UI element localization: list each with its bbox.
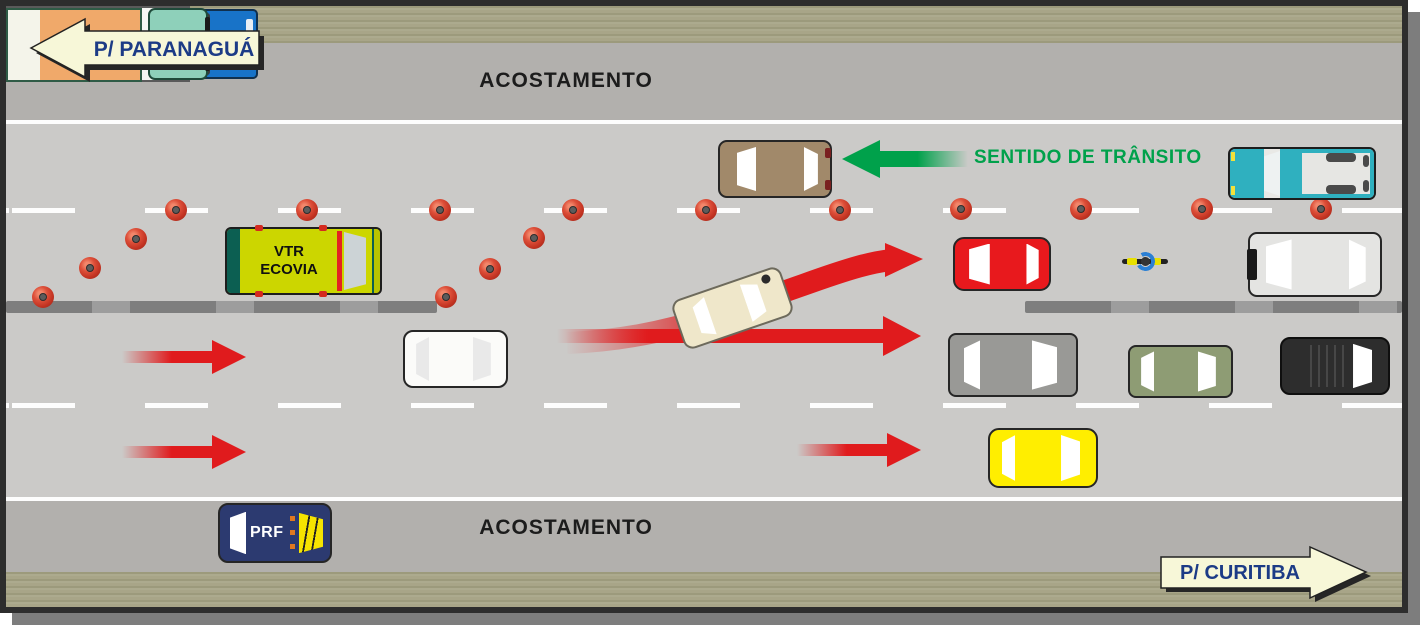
- white-car: [403, 330, 508, 388]
- road-edge-line-bottom: [6, 497, 1402, 501]
- green-suv: [1128, 345, 1233, 398]
- prf-label: PRF: [250, 524, 284, 541]
- flow-arrow-center-straight: [557, 316, 921, 356]
- traffic-direction-label: SENTIDO DE TRÂNSITO: [974, 147, 1202, 168]
- traffic-cone: [1070, 198, 1092, 220]
- silver-minivan: [1247, 232, 1382, 297]
- teal-pickup: [1228, 147, 1376, 200]
- flow-arrow-truck-lane: [797, 433, 921, 467]
- traffic-cone: [1191, 198, 1213, 220]
- shoulder-bottom-label: ACOSTAMENTO: [479, 516, 653, 539]
- svg-text:P/ PARANAGUÁ: P/ PARANAGUÁ: [94, 38, 255, 61]
- traffic-cone: [562, 199, 584, 221]
- traffic-cone: [296, 199, 318, 221]
- traffic-cone: [79, 257, 101, 279]
- gray-van: [948, 333, 1078, 397]
- road-edge-line-top: [6, 120, 1402, 124]
- yellow-car: [988, 428, 1098, 488]
- flow-arrow-left-lane-1: [122, 340, 246, 374]
- traffic-cone: [479, 258, 501, 280]
- traffic-cone: [429, 199, 451, 221]
- frame-shadow-bottom: [12, 613, 1420, 625]
- traffic-cone: [950, 198, 972, 220]
- svg-text:P/ CURITIBA: P/ CURITIBA: [1180, 562, 1300, 584]
- traffic-cone: [829, 199, 851, 221]
- sign-to-curitiba: P/ CURITIBA: [1160, 545, 1371, 602]
- lane-divider-dashed-2: [6, 403, 1402, 408]
- red-car: [953, 237, 1051, 291]
- prf-police-car: PRF: [218, 503, 332, 563]
- traffic-cone: [165, 199, 187, 221]
- traffic-cone: [1310, 198, 1332, 220]
- traffic-cone: [523, 227, 545, 249]
- flow-arrow-left-lane-2: [122, 435, 246, 469]
- center-barrier-line-left: [6, 301, 437, 313]
- center-barrier-line-right: [1025, 301, 1402, 313]
- traffic-cone: [435, 286, 457, 308]
- traffic-cone: [125, 228, 147, 250]
- frame-shadow-right: [1408, 12, 1420, 625]
- traffic-cone: [32, 286, 54, 308]
- shoulder-top-label: ACOSTAMENTO: [479, 69, 653, 92]
- diagram-canvas: ACOSTAMENTO ACOSTAMENTO SENTIDO DE TRÂNS…: [6, 6, 1402, 607]
- sign-to-paranagua: P/ PARANAGUÁ: [29, 17, 264, 82]
- cyclist: [1122, 249, 1168, 275]
- traffic-cone: [695, 199, 717, 221]
- traffic-direction-arrow: [842, 140, 968, 178]
- black-car: [1280, 337, 1390, 395]
- brown-car: [718, 140, 832, 198]
- diagram-frame: ACOSTAMENTO ACOSTAMENTO SENTIDO DE TRÂNS…: [0, 0, 1408, 613]
